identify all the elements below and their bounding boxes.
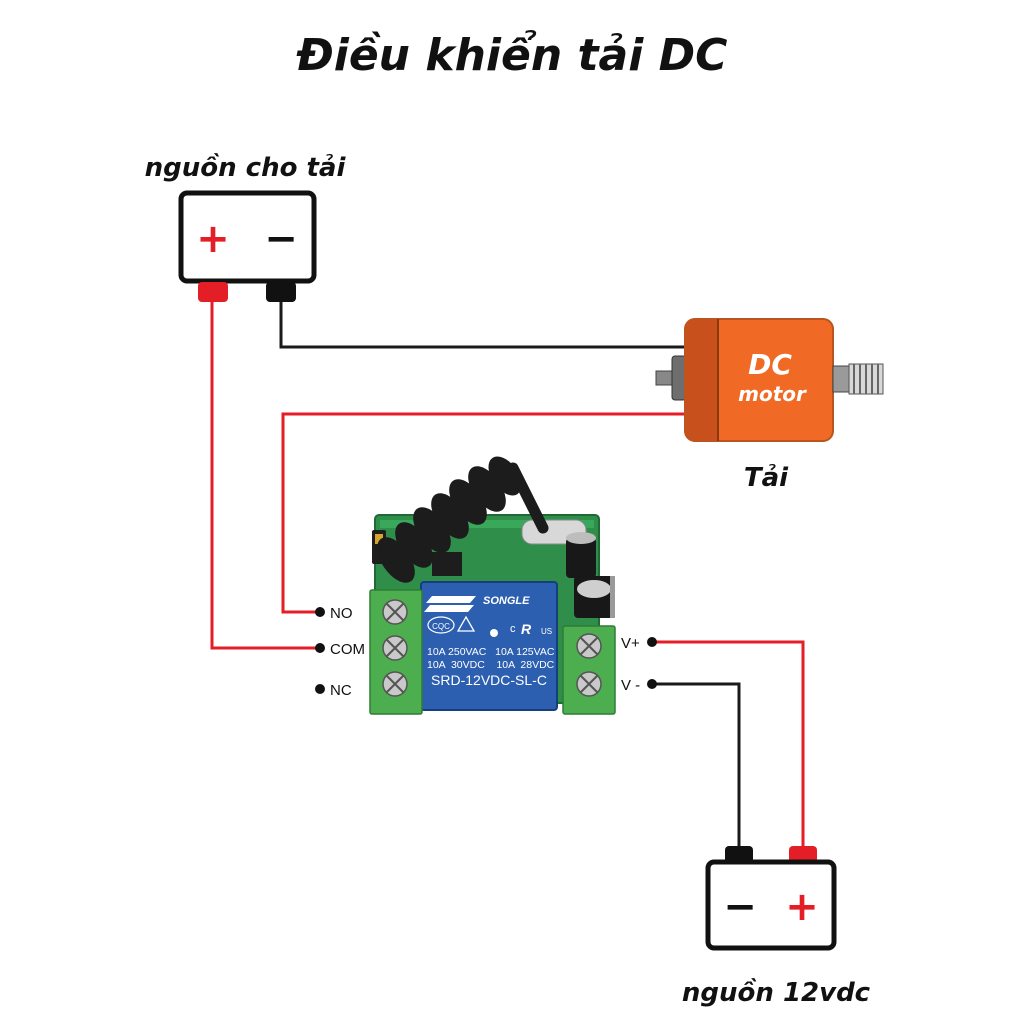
wire-motor-to-no [281, 412, 690, 614]
cqc-mark-icon [427, 616, 455, 634]
load-power-label: nguồn cho tải [145, 152, 347, 183]
relay-us-mark: US [541, 627, 552, 636]
load-power-supply: nguồn cho tải + − [145, 152, 347, 302]
motor-rear-shaft [655, 370, 675, 386]
songle-logo-icon [424, 596, 476, 612]
load-battery-plus-sign: + [196, 216, 230, 262]
wire-load-positive-to-com [210, 302, 320, 650]
wire-vminus-to-supply [652, 682, 741, 846]
decoder-chip [432, 552, 462, 576]
terminal-dot-com [315, 643, 325, 653]
supply-12vdc: − + nguồn 12vdc [682, 846, 871, 1008]
supply-minus-sign: − [723, 884, 757, 930]
relay-model: SRD-12VDC-SL-C [431, 672, 547, 688]
terminal-screw-nc-icon [382, 671, 408, 697]
terminal-dot-vplus [647, 637, 657, 647]
terminal-label-no: NO [330, 605, 353, 622]
terminal-dot-vminus [647, 679, 657, 689]
relay-cqc-text: CQC [432, 622, 450, 631]
wire-vplus-to-supply [652, 640, 805, 846]
relay-brand: SONGLE [483, 595, 530, 607]
terminal-dot-nc [315, 684, 325, 694]
motor-pinion-gear-icon [848, 363, 884, 395]
terminal-screw-com-icon [382, 635, 408, 661]
relay-dot [490, 629, 498, 637]
terminal-screw-vminus-icon [576, 671, 602, 697]
relay-spec-row-2: 10A 30VDC 10A 28VDC [427, 659, 555, 671]
motor-label-dc: DC [748, 348, 792, 381]
terminal-label-vplus: V+ [621, 635, 640, 652]
ul-mark-icon: R [521, 621, 532, 637]
relay-cert-c: c [510, 623, 516, 635]
warning-triangle-icon [456, 615, 476, 632]
terminal-label-nc: NC [330, 682, 352, 699]
capacitor-2 [574, 576, 615, 618]
antenna-coil [377, 456, 549, 583]
load-battery-minus-sign: − [264, 216, 298, 262]
motor-front-bushing [832, 365, 850, 393]
motor-label-motor: motor [738, 382, 807, 406]
dc-motor: DC motor Tải [655, 318, 884, 493]
terminal-screw-vplus-icon [576, 633, 602, 659]
supply-battery-body [705, 859, 837, 951]
supply-plus-sign: + [785, 884, 819, 930]
terminal-block-right [562, 625, 616, 715]
motor-caption: Tải [744, 462, 789, 493]
relay-spec-row-1: 10A 250VAC 10A 125VAC [427, 646, 555, 658]
terminal-screw-no-icon [382, 599, 408, 625]
diagram-title: Điều khiển tải DC [296, 29, 728, 81]
terminal-label-com: COM [330, 641, 365, 658]
wires [210, 302, 805, 846]
load-battery-positive-terminal [198, 282, 228, 302]
terminal-labels: NO COM NC V+ V - [315, 605, 657, 699]
motor-rear-bushing [671, 355, 687, 401]
terminal-label-vminus: V - [621, 677, 640, 694]
load-battery-body [178, 190, 317, 284]
terminal-dot-no [315, 607, 325, 617]
supply-label: nguồn 12vdc [682, 977, 871, 1008]
load-battery-negative-terminal [266, 282, 296, 302]
relay-module: SONGLE CQC c R US 10A 250VAC 10A 125VAC … [369, 456, 616, 715]
wire-load-negative-to-motor [279, 302, 690, 349]
capacitor-1 [566, 532, 596, 578]
